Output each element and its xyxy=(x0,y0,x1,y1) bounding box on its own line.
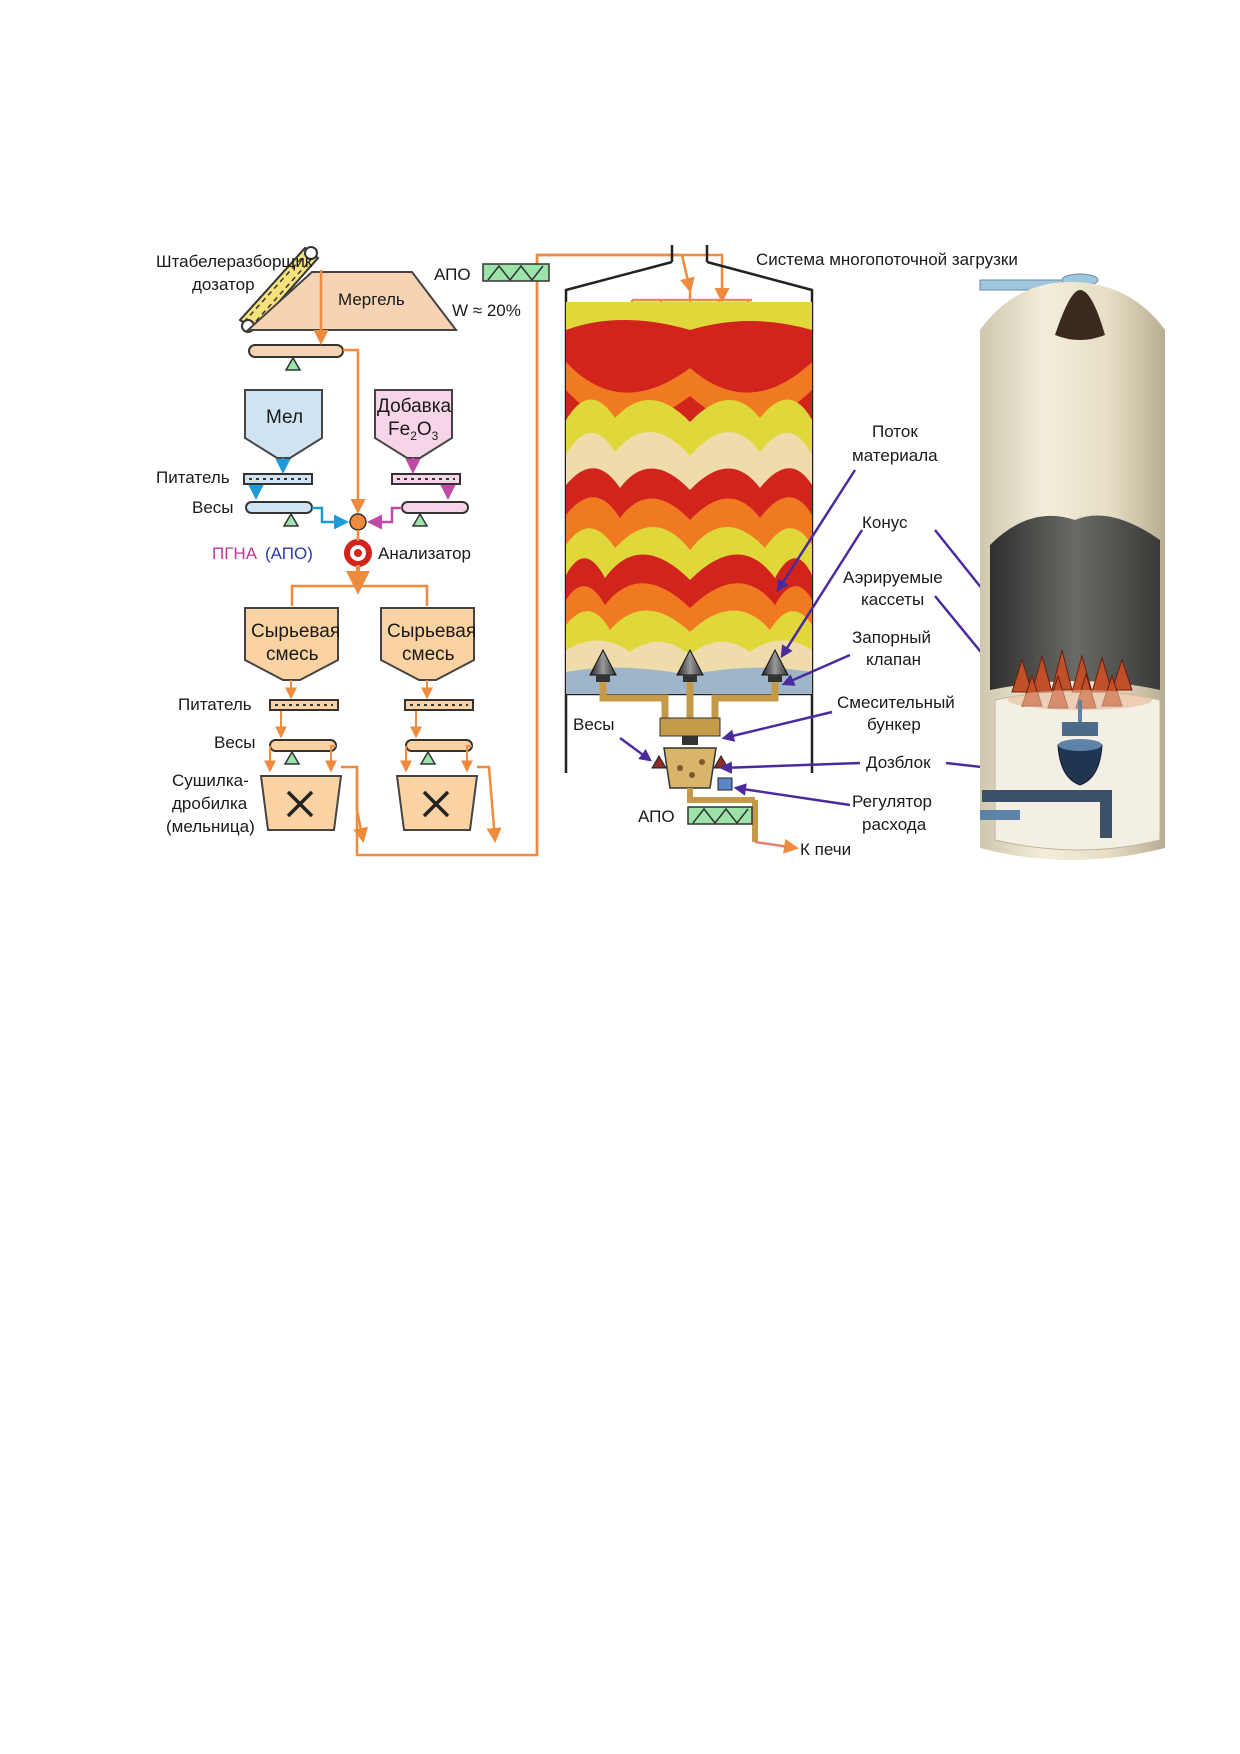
raw-mix-2-line2: смесь xyxy=(402,644,455,665)
silo-discharge-piping xyxy=(599,682,779,745)
belt2-to-dryer xyxy=(461,745,473,773)
scales-label: Весы xyxy=(192,498,234,517)
additive-sub-2: 2 xyxy=(410,429,417,443)
additive-to-mixer xyxy=(367,506,402,530)
dryer2-output-line xyxy=(477,765,502,843)
raw-mix-hopper-1 xyxy=(244,607,339,681)
aerated-label-1: Аэрируемые xyxy=(843,568,943,587)
aerated-label-2: кассеты xyxy=(861,590,924,609)
split-flow xyxy=(290,584,429,606)
additive-fe: Fe xyxy=(388,419,410,440)
stacker-label: Штабелеразборщик xyxy=(156,252,313,271)
dosing-unit xyxy=(651,747,758,842)
analyzer-label: Анализатор xyxy=(378,544,471,563)
belt1-to-dryer xyxy=(325,745,337,773)
chalk-to-mixer xyxy=(312,506,349,530)
additive-label: Добавка xyxy=(377,396,451,417)
dryer-crusher-1 xyxy=(259,775,343,831)
marl-to-mixer-arrow xyxy=(343,348,366,514)
shutoff-label-1: Запорный xyxy=(852,628,931,647)
additive-feeder xyxy=(391,473,461,485)
raw-mix-2-line1: Сырьевая xyxy=(387,621,476,642)
marl-pile xyxy=(245,271,459,331)
raw-mix-feeder-2 xyxy=(404,699,474,711)
moisture-label: W ≈ 20% xyxy=(452,301,521,320)
feeder-label: Питатель xyxy=(156,468,230,487)
apo-top-label: АПО xyxy=(434,265,471,284)
apo-paren-label: (АПО) xyxy=(265,544,313,563)
silo-cones xyxy=(589,648,789,682)
mixing-hopper-label-1: Смесительный xyxy=(837,693,955,712)
scales2-label: Весы xyxy=(214,733,256,752)
chalk-hopper xyxy=(244,389,323,459)
raw-mix-hopper-2 xyxy=(380,607,475,681)
raw-mix-weigh-belt-1 xyxy=(269,739,337,765)
additive-sub-3: 3 xyxy=(432,429,439,443)
dryer-label-1: Сушилка- xyxy=(172,771,249,790)
raw-mix-weigh-belt-2 xyxy=(405,739,473,765)
chalk-feeder xyxy=(243,473,313,485)
apo-top-sampler xyxy=(482,263,550,282)
material-flow-label-2: материала xyxy=(852,446,938,465)
shutoff-label-2: клапан xyxy=(866,650,921,669)
dosing-block-label: Дозблок xyxy=(866,753,931,772)
marl-label: Мергель xyxy=(338,290,405,309)
main-line-to-silo xyxy=(535,253,695,855)
mixing-hopper-arrow xyxy=(721,710,833,742)
dryer-crusher-2 xyxy=(395,775,479,831)
to-kiln-arrow xyxy=(754,838,799,854)
raw-mix-1-line2: смесь xyxy=(266,644,319,665)
raw-mix-1-line1: Сырьевая xyxy=(251,621,340,642)
raw-mix-feeder-1 xyxy=(269,699,339,711)
feeder2-label: Питатель xyxy=(178,695,252,714)
silo-3d-illustration xyxy=(979,273,1165,860)
silo-material-layers xyxy=(566,302,812,694)
silo-scales-label: Весы xyxy=(573,715,615,734)
chalk-weigh-belt xyxy=(245,501,313,527)
chalk-label: Мел xyxy=(266,407,303,428)
loading-system-label: Система многопоточной загрузки xyxy=(756,250,1018,269)
mixing-node xyxy=(349,513,367,531)
dryer1-to-main xyxy=(353,767,369,843)
marl-belt-conveyor xyxy=(248,344,344,371)
mixing-hopper-label-2: бункер xyxy=(867,715,921,734)
additive-formula: Fe2O3 xyxy=(388,419,439,443)
apo-bottom-label: АПО xyxy=(638,807,675,826)
silo-scales-arrow xyxy=(619,736,653,762)
cone-arrow-silo xyxy=(780,529,864,659)
additive-o: O xyxy=(417,419,432,440)
additive-hopper xyxy=(374,389,453,459)
stacker-reclaimer xyxy=(238,246,320,333)
flow-regulator-arrow xyxy=(733,783,851,807)
material-flow-label-1: Поток xyxy=(872,422,918,441)
dosing-label: дозатор xyxy=(192,275,255,294)
silo-inlet-chute xyxy=(670,245,709,262)
dosing-block-arrow-silo xyxy=(719,761,861,774)
dryer-label-2: дробилка xyxy=(172,794,248,813)
flow-regulator-label-1: Регулятор xyxy=(852,792,932,811)
flow-regulator-label-2: расхода xyxy=(862,815,927,834)
apo-bottom-sampler xyxy=(687,806,753,825)
shutoff-arrow xyxy=(781,653,851,686)
cone-label: Конус xyxy=(862,513,908,532)
additive-weigh-belt xyxy=(401,501,469,527)
dryer-label-3: (мельница) xyxy=(166,817,255,836)
material-flow-arrow xyxy=(776,469,857,593)
pgna-label: ПГНА xyxy=(212,544,258,563)
to-kiln-label: К печи xyxy=(800,840,851,859)
analyzer-icon xyxy=(344,539,372,567)
